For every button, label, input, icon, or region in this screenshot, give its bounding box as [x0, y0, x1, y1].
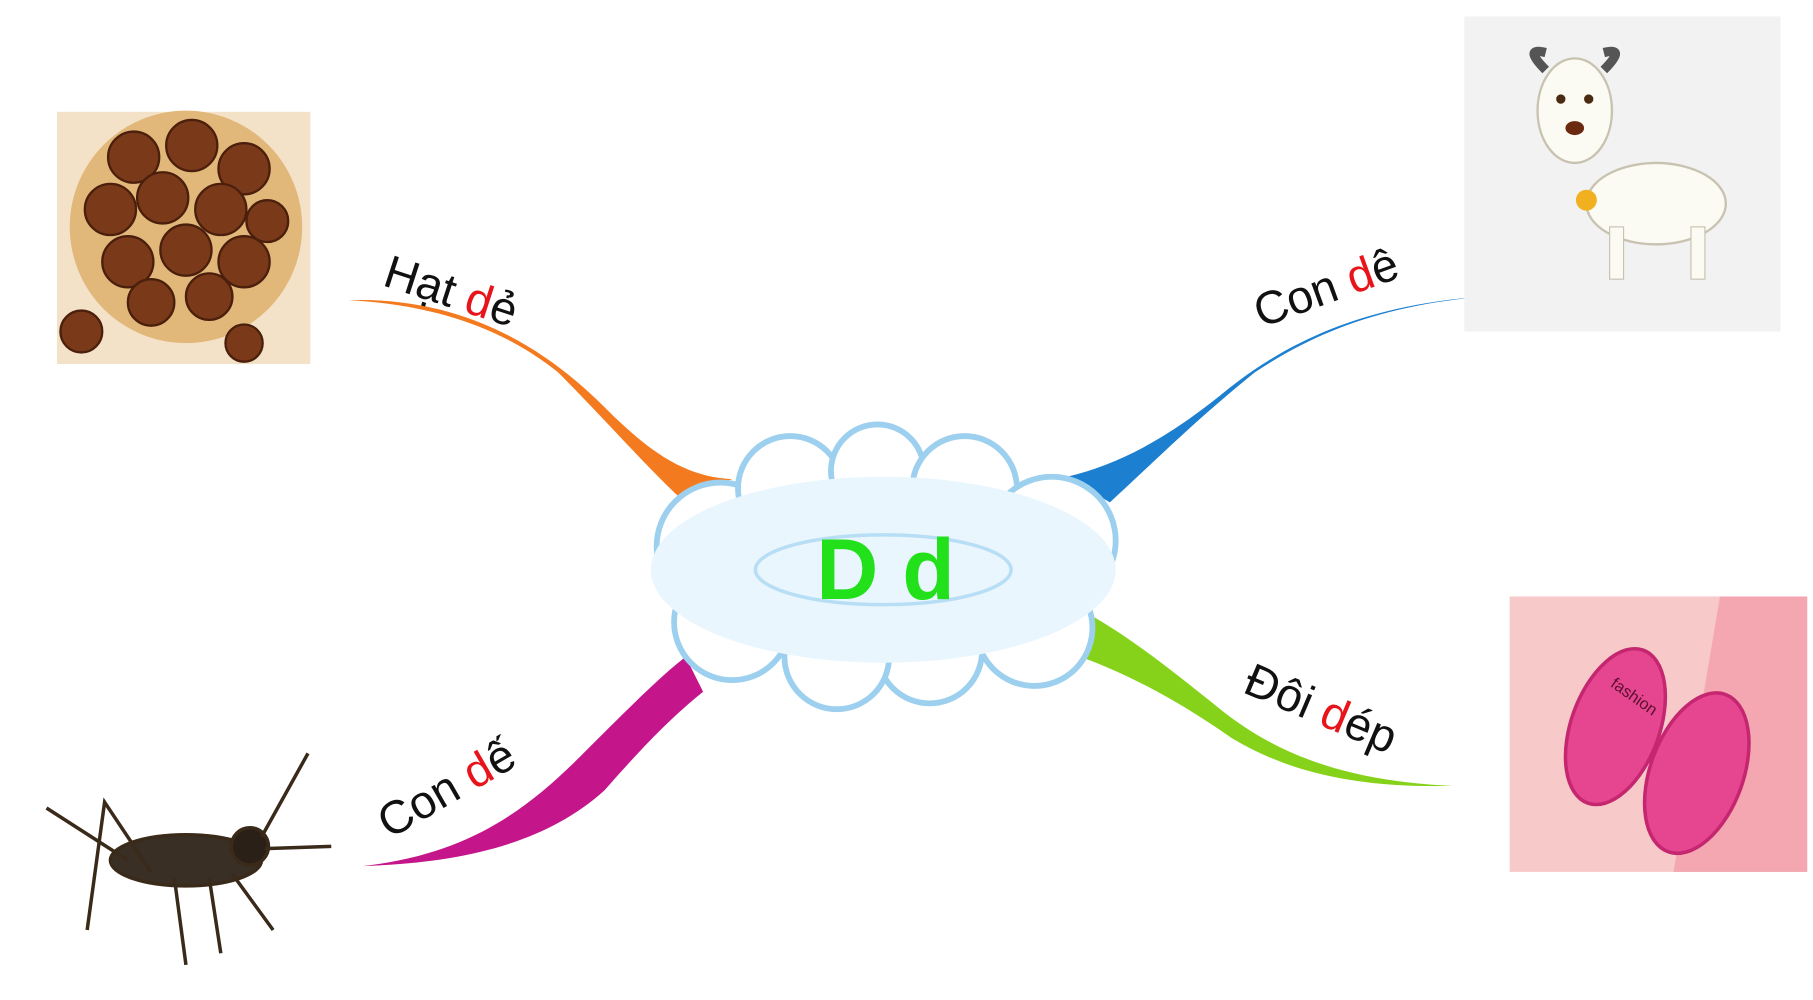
branch-con-de-cricket — [362, 656, 704, 867]
label-hat-de: Hạt dẻ — [378, 245, 524, 337]
cloud-body — [650, 476, 1116, 663]
center-title: D d — [816, 522, 955, 618]
branch-hat-de — [348, 299, 733, 498]
branch-doi-dep — [1080, 616, 1453, 787]
branch-con-de-goat — [1066, 296, 1482, 503]
chestnuts-image — [56, 110, 311, 365]
cloud-swirl — [753, 533, 1013, 607]
sandals-image: fashion — [1509, 596, 1808, 872]
goat-image — [1464, 16, 1781, 332]
cricket-image — [45, 752, 332, 966]
label-con-de-goat: Con dê — [1247, 237, 1406, 337]
